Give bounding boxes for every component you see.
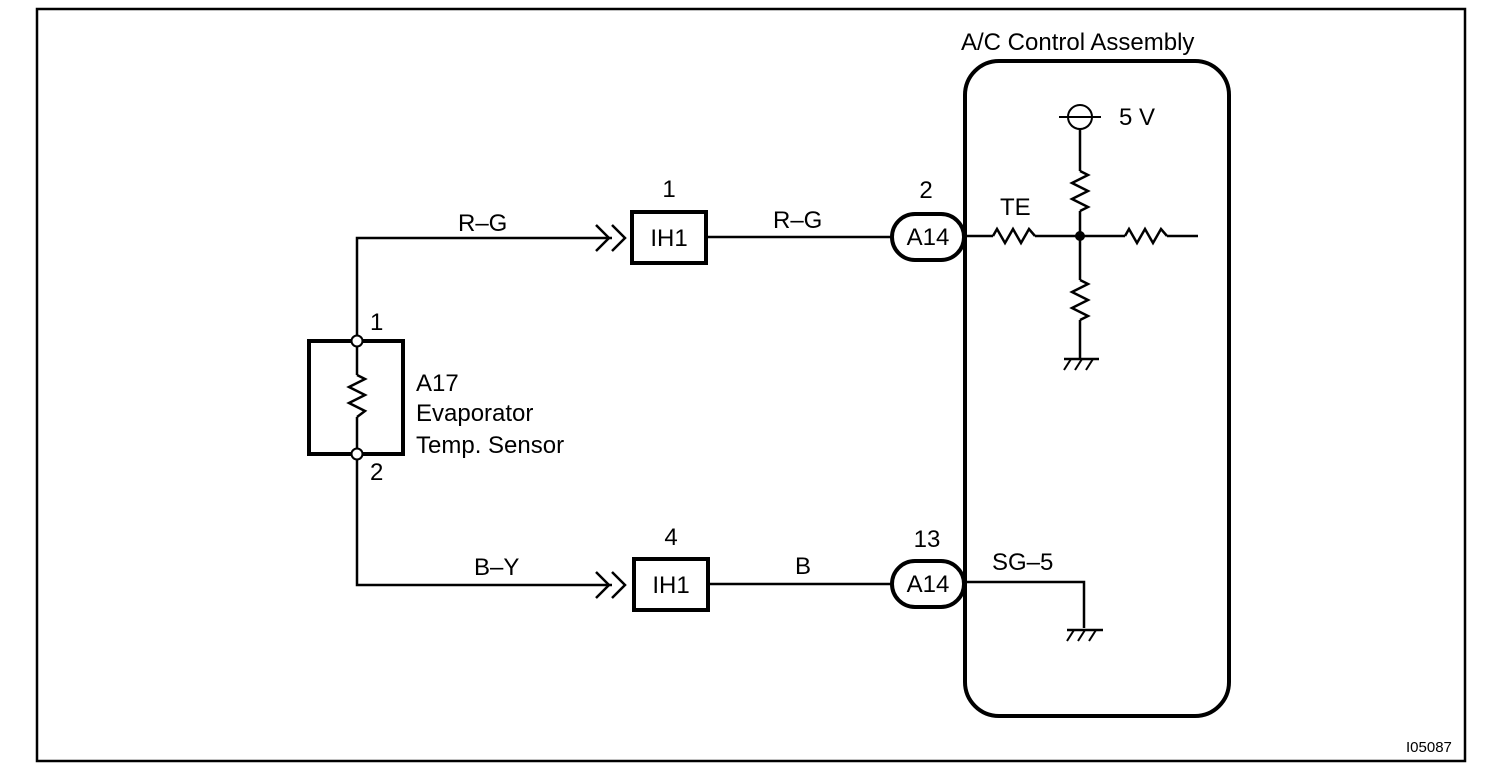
te-resistor-icon [991, 226, 1036, 246]
top-a14-pin: 2 [919, 177, 932, 204]
top-ih1-label: IH1 [650, 225, 687, 252]
te-signal-label: TE [1000, 194, 1031, 221]
bottom-wire-left-label: B–Y [474, 554, 519, 581]
bottom-a14-pin: 13 [914, 526, 941, 553]
diagram-frame [35, 7, 1467, 763]
pullup-resistor-icon [1069, 169, 1091, 213]
sensor-pin-1-label: 1 [370, 309, 383, 336]
bottom-ih1-pin: 4 [664, 524, 677, 551]
supply-terminal-icon [1059, 104, 1101, 130]
top-a14-label: A14 [907, 224, 950, 251]
sg5-signal-label: SG–5 [992, 549, 1053, 576]
ground-icon [1063, 357, 1099, 371]
ac-control-assembly-box [963, 59, 1231, 718]
output-resistor-icon [1123, 226, 1168, 246]
ac-control-assembly-title: A/C Control Assembly [961, 29, 1194, 56]
top-ih1-pin: 1 [662, 176, 675, 203]
thermistor-icon [346, 373, 368, 418]
bottom-a14-label: A14 [907, 571, 950, 598]
connector-arrow-icon [595, 224, 611, 252]
top-a14-connector [890, 212, 966, 262]
bottom-ih1-label: IH1 [652, 572, 689, 599]
pulldown-resistor-icon [1069, 278, 1091, 322]
sensor-name-line1: Evaporator [416, 400, 533, 427]
bottom-a14-connector [890, 559, 966, 609]
connector-arrow-icon [611, 571, 627, 599]
supply-voltage-label: 5 V [1119, 104, 1155, 131]
connector-arrow-icon [595, 571, 611, 599]
sensor-code: A17 [416, 370, 459, 397]
sensor-name-line2: Temp. Sensor [416, 432, 564, 459]
sensor-pin-1 [350, 334, 364, 348]
junction-dot [1075, 231, 1085, 241]
connector-arrow-icon [611, 224, 627, 252]
ground-icon [1066, 628, 1103, 642]
top-wire-left-label: R–G [458, 210, 507, 237]
top-wire-right-label: R–G [773, 207, 822, 234]
sensor-pin-2-label: 2 [370, 459, 383, 486]
figure-code: I05087 [1406, 739, 1452, 756]
sensor-pin-2 [350, 447, 364, 461]
bottom-wire-right-label: B [795, 553, 811, 580]
